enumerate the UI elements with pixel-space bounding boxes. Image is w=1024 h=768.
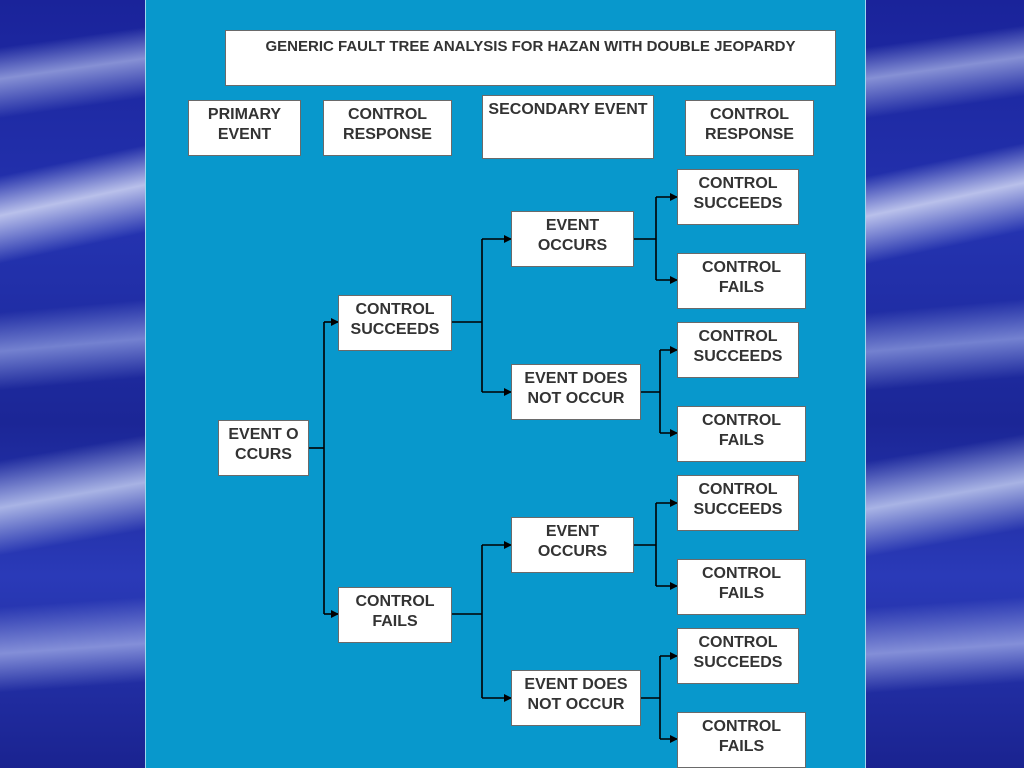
- header-control-response-1: CONTROL RESPONSE: [323, 100, 452, 156]
- node-primary-event-occurs: EVENT OCCURS: [218, 420, 309, 476]
- outcome-control-succeeds: CONTROL SUCCEEDS: [677, 475, 799, 531]
- node-secondary-event-not-occur-b: EVENT DOES NOT OCCUR: [511, 670, 641, 726]
- left-background-strip: [0, 0, 145, 768]
- outcome-control-fails: CONTROL FAILS: [677, 559, 806, 615]
- outcome-control-fails: CONTROL FAILS: [677, 712, 806, 768]
- header-primary-event: PRIMARY EVENT: [188, 100, 301, 156]
- outcome-control-succeeds: CONTROL SUCCEEDS: [677, 169, 799, 225]
- node-control-fails: CONTROL FAILS: [338, 587, 452, 643]
- outcome-control-fails: CONTROL FAILS: [677, 253, 806, 309]
- diagram-title: GENERIC FAULT TREE ANALYSIS FOR HAZAN WI…: [225, 30, 836, 86]
- node-secondary-event-not-occur-a: EVENT DOES NOT OCCUR: [511, 364, 641, 420]
- outcome-control-succeeds: CONTROL SUCCEEDS: [677, 628, 799, 684]
- header-control-response-2: CONTROL RESPONSE: [685, 100, 814, 156]
- header-secondary-event: SECONDARY EVENT: [482, 95, 654, 159]
- outcome-control-succeeds: CONTROL SUCCEEDS: [677, 322, 799, 378]
- outcome-control-fails: CONTROL FAILS: [677, 406, 806, 462]
- node-control-succeeds: CONTROL SUCCEEDS: [338, 295, 452, 351]
- node-secondary-event-occurs-a: EVENT OCCURS: [511, 211, 634, 267]
- node-secondary-event-occurs-b: EVENT OCCURS: [511, 517, 634, 573]
- right-background-strip: [866, 0, 1024, 768]
